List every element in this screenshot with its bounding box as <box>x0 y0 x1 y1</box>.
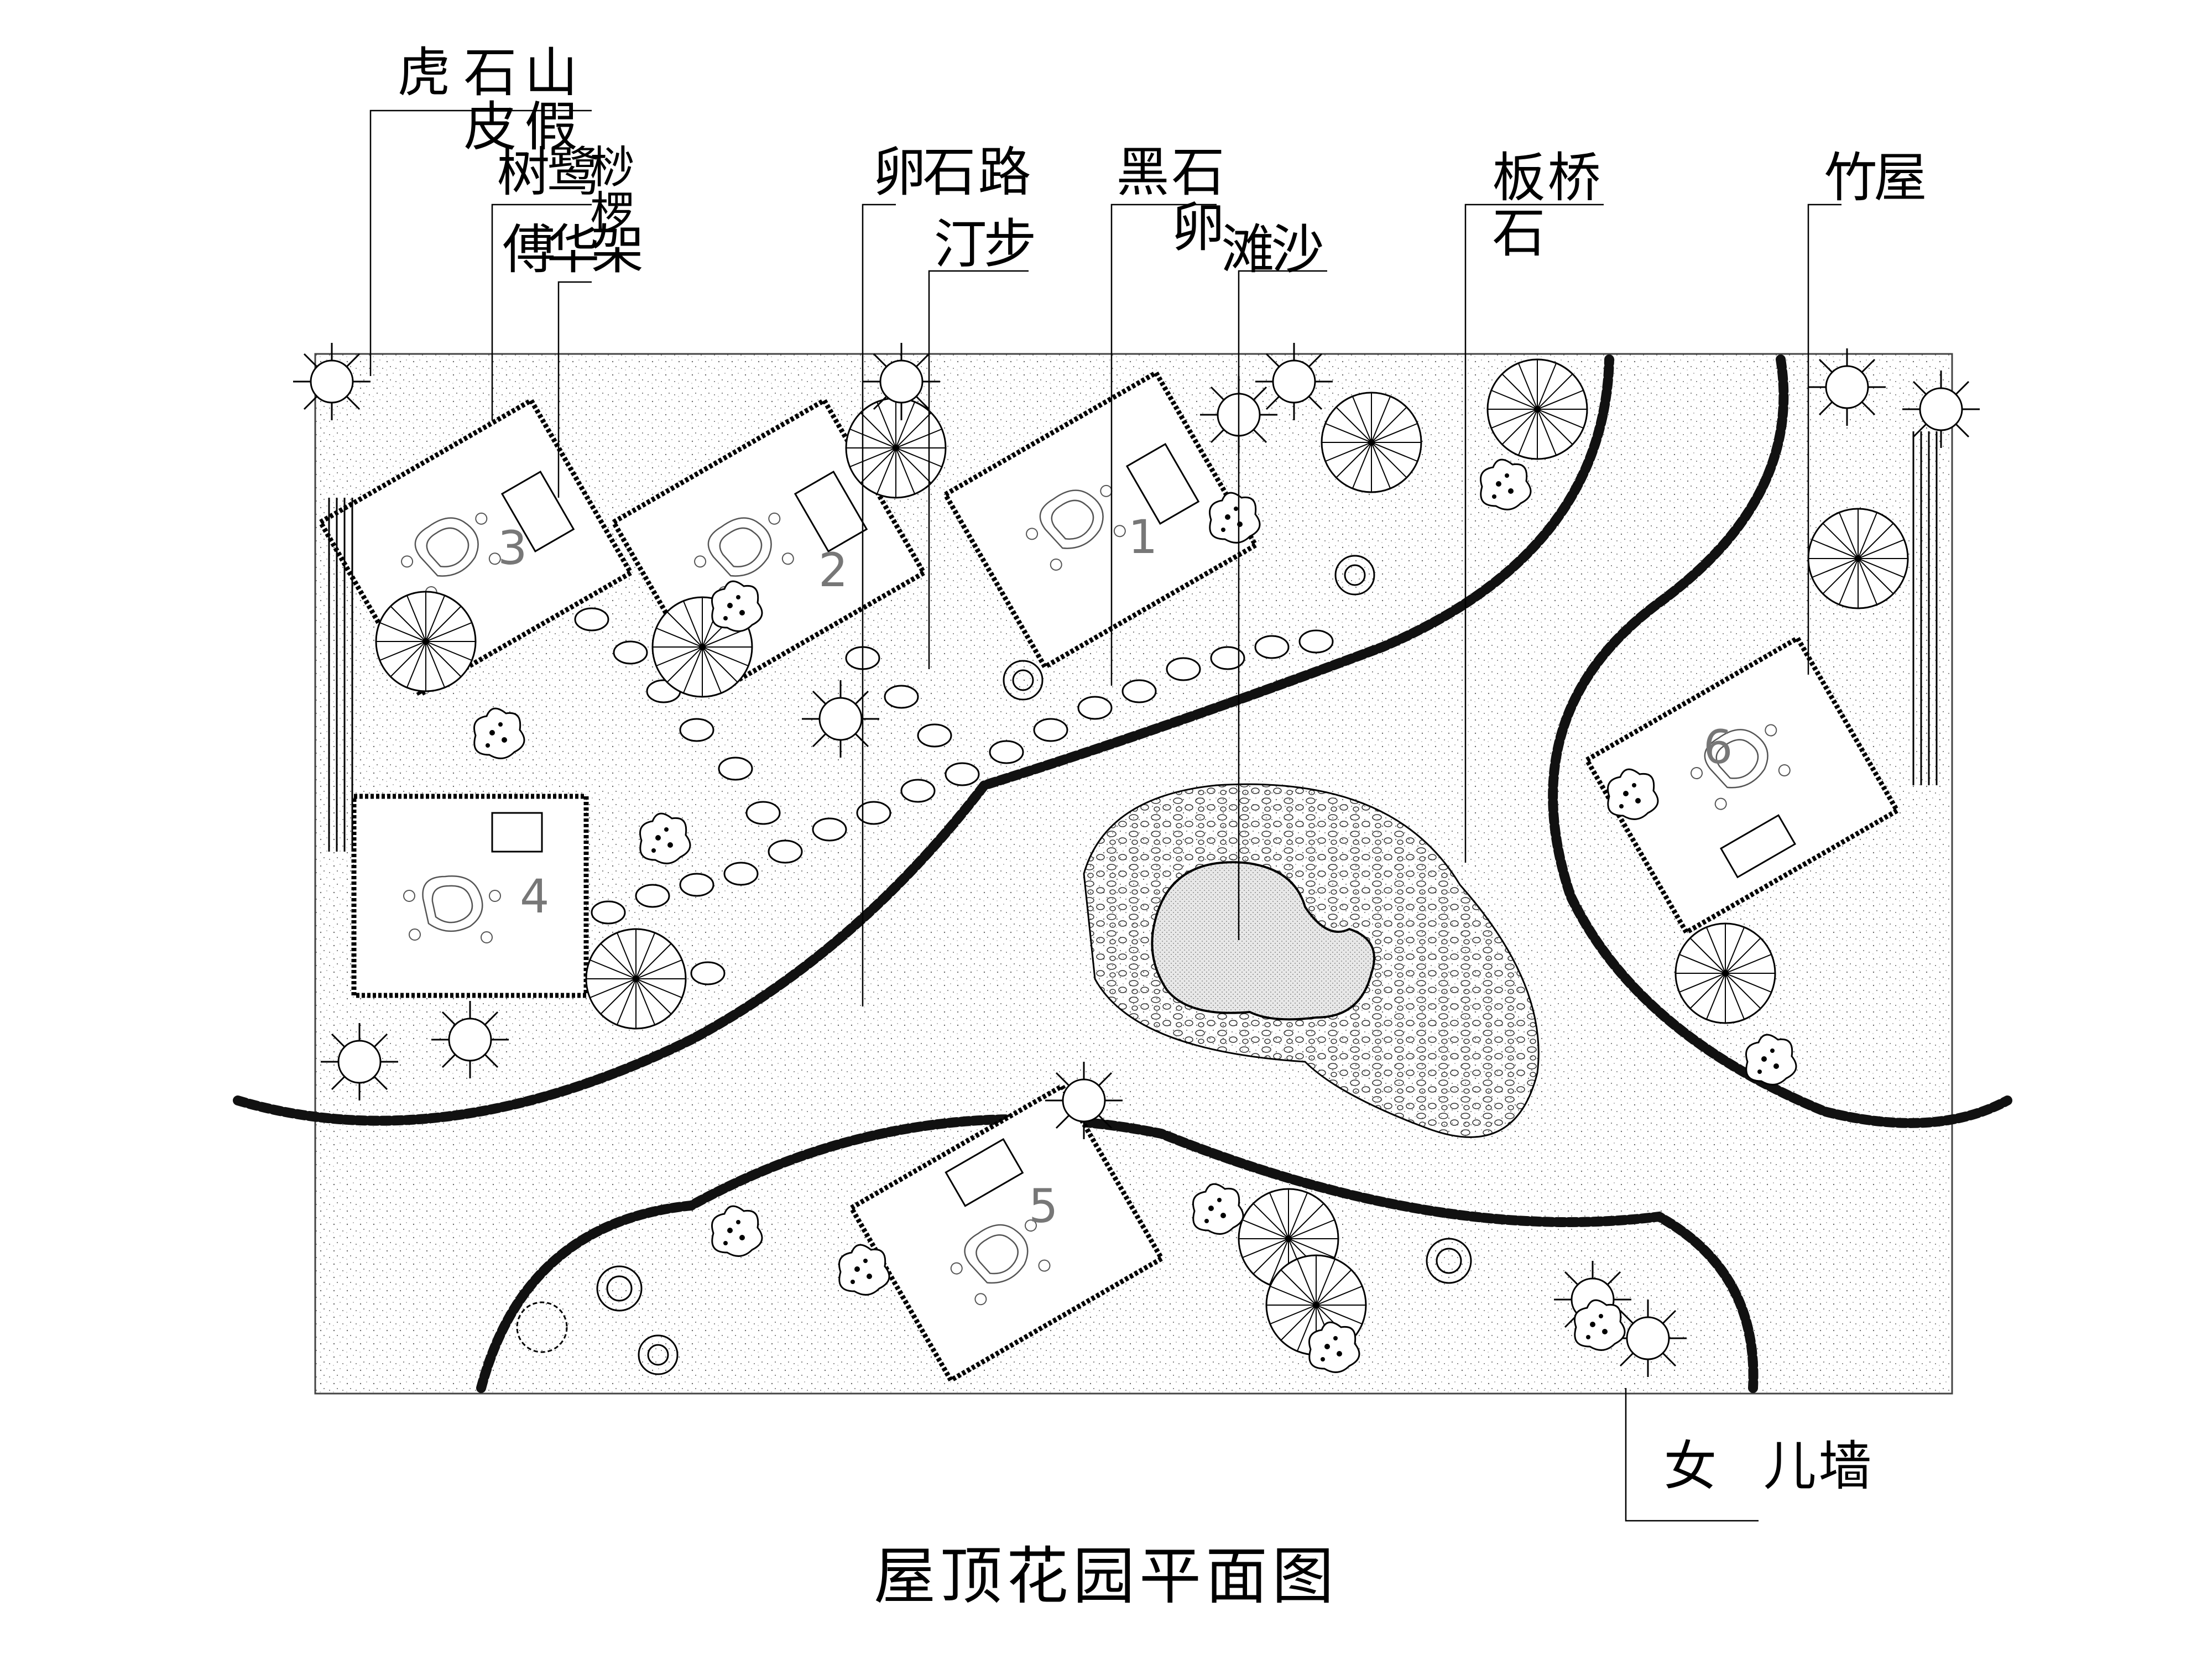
pavilion-4 <box>351 794 589 998</box>
label-wu-zhu-col2-wrap: 竹 <box>1815 149 1877 204</box>
label-shan-jia-shi-col1: 山假 <box>515 44 577 153</box>
label-bu-ting-col1: 步 <box>974 216 1036 270</box>
label-bu-ting-col1-wrap: 步 <box>974 216 1036 270</box>
label-lu-shi-col3-wrap: 卵 <box>864 144 926 198</box>
pavilion-number-2: 2 <box>818 543 848 597</box>
pavilion-number-3: 3 <box>498 521 527 575</box>
bamboo-screen <box>328 431 1938 852</box>
pavilion-6 <box>1583 634 1901 936</box>
pavilion-number-5: 5 <box>1029 1179 1058 1233</box>
label-qiao-ban-shi-col1: 桥 <box>1538 149 1600 204</box>
label-ying-ti-shu-col3: 树 <box>488 144 550 198</box>
drawing-title: 屋顶花园平面图 <box>874 1541 1338 1613</box>
label-bottom-col3: 女 <box>1655 1438 1717 1492</box>
pavilion-5 <box>848 1082 1165 1384</box>
label-qiao-ban-shi-col2-wrap: 板 <box>1483 149 1545 204</box>
label-shi-luan-hei-col3: 黑 <box>1107 144 1169 198</box>
label-lu-shi-col3: 卵 <box>864 144 926 198</box>
label-lu-shi-col1: 路 <box>969 144 1031 198</box>
label-ying-ti-shu-col2-wrap: 桫椤 <box>583 144 634 234</box>
label-bu-ting-col2: 汀 <box>925 216 987 270</box>
label-sha-tan-col2: 滩 <box>1212 221 1274 275</box>
label-wu-zhu-col1-wrap: 屋 <box>1865 149 1927 204</box>
hedge-bands <box>233 354 2012 1393</box>
label-shan-jia-shi-col2-wrap: 石皮 <box>455 44 517 153</box>
label-jia-bu-col2: 华 <box>538 221 599 275</box>
pavilion-number-6: 6 <box>1703 720 1733 774</box>
label-shi-luan-hei-col1: 石 <box>1162 144 1224 198</box>
label-sha-tan-col1-wrap: 沙 <box>1262 221 1324 275</box>
label-ying-ti-shu-col1: 鹭 <box>538 144 599 198</box>
spiral-rocks <box>516 555 1472 1375</box>
label-bottom-col3-wrap: 女 <box>1655 1438 1717 1492</box>
pond-area <box>1083 783 1540 1138</box>
label-wu-zhu-col1: 屋 <box>1865 149 1927 204</box>
label-shan-jia-shi-col3-wrap: 虎 <box>388 44 450 98</box>
label-lu-shi-col2-wrap: 石 <box>914 144 975 198</box>
label-qiao-ban-shi-col1-wrap: 桥 <box>1538 149 1600 204</box>
label-jia-bu-col2-wrap: 华 <box>538 221 599 275</box>
label-jia-bu-col1: 架 <box>582 221 644 275</box>
label-lu-shi-col1-wrap: 路 <box>969 144 1031 198</box>
label-bu-ting-col2-wrap: 汀 <box>925 216 987 270</box>
label-ying-ti-shu-col3-wrap: 树 <box>488 144 550 198</box>
label-shi-luan-hei-col2: 卵 <box>1162 199 1224 253</box>
label-lu-shi-col2: 石 <box>914 144 975 198</box>
label-shan-jia-shi-pi-hu: 山假 <box>515 44 577 153</box>
label-bottom-col1: 墙 <box>1809 1438 1871 1492</box>
pavilion-number-4: 4 <box>520 869 549 924</box>
label-jia-bu-col3-wrap: 傅 <box>493 221 555 275</box>
label-bottom-col2-wrap: 儿 <box>1754 1438 1816 1492</box>
label-jia-bu-col1-wrap: 架 <box>582 221 644 275</box>
label-bottom-col1-wrap: 墙 <box>1809 1438 1871 1492</box>
label-ying-ti-shu-col1-wrap: 鹭 <box>538 144 599 198</box>
label-wu-zhu-col2: 竹 <box>1815 149 1877 204</box>
label-sha-tan-col1: 沙 <box>1262 221 1324 275</box>
label-bottom-col2: 儿 <box>1754 1438 1816 1492</box>
pavilion-number-1: 1 <box>1128 510 1157 564</box>
pavilion-1 <box>942 369 1259 671</box>
label-qiao-ban-shi-col3-wrap: 石 <box>1483 205 1545 259</box>
label-ying-ti-shu-col2: 桫椤 <box>583 144 634 234</box>
label-shi-luan-hei-col3-wrap: 黑 <box>1107 144 1169 198</box>
label-shi-luan-hei-col2-wrap: 卵 <box>1162 199 1224 253</box>
label-shan-jia-shi-col2: 石皮 <box>455 44 517 153</box>
leader-lines <box>369 109 1841 1522</box>
label-qiao-ban-shi-col2: 板 <box>1483 149 1545 204</box>
label-shi-luan-hei-col1-wrap: 石 <box>1162 144 1224 198</box>
label-qiao-ban-shi-col3: 石 <box>1483 205 1545 259</box>
label-shan-jia-shi-col3: 虎 <box>388 44 450 98</box>
label-jia-bu-col3: 傅 <box>493 221 555 275</box>
label-sha-tan-col2-wrap: 滩 <box>1212 221 1274 275</box>
